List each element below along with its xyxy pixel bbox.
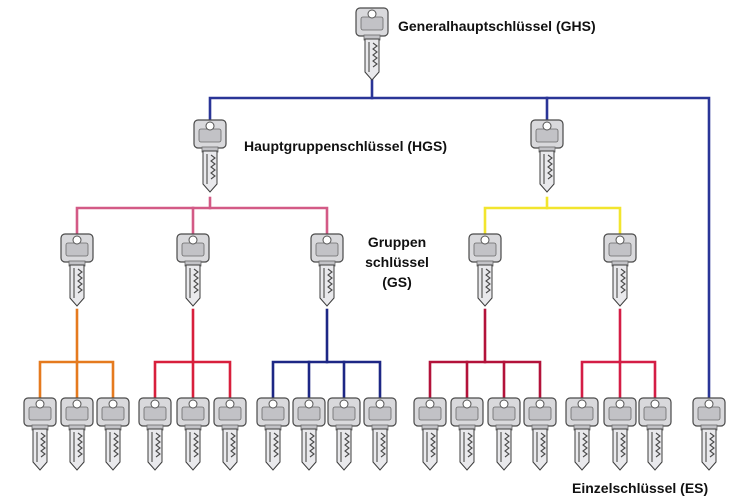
key-es-16 — [603, 397, 637, 471]
key-es-2 — [60, 397, 94, 471]
key-es-3 — [96, 397, 130, 471]
key-es-10 — [363, 397, 397, 471]
key-es-6 — [213, 397, 247, 471]
key-es-17 — [638, 397, 672, 471]
key-es-11 — [413, 397, 447, 471]
line-hgs2-bar — [483, 206, 622, 236]
key-gs-3 — [310, 233, 344, 307]
key-es-8 — [292, 397, 326, 471]
label-hgs: Hauptgruppenschlüssel (HGS) — [244, 138, 448, 154]
line-gs5-bar — [580, 360, 657, 400]
connection-lines — [38, 76, 711, 400]
line-ghs-bar — [208, 96, 711, 400]
key-es-18 — [692, 397, 726, 471]
key-hgs-1 — [193, 119, 227, 193]
key-es-13 — [487, 397, 521, 471]
key-gs-5 — [603, 233, 637, 307]
label-es: Einzelschlüssel (ES) — [572, 480, 709, 496]
key-es-7 — [256, 397, 290, 471]
key-es-14 — [523, 397, 557, 471]
key-hgs-2 — [530, 119, 564, 193]
key-ghs — [355, 7, 389, 81]
line-gs3-bar — [271, 360, 382, 400]
label-gs-line2: schlüssel — [365, 254, 429, 270]
key-es-5 — [176, 397, 210, 471]
line-hgs1-bar — [75, 206, 329, 236]
label-ghs: Generalhauptschlüssel (GHS) — [398, 18, 596, 34]
key-es-1 — [23, 397, 57, 471]
label-gs: Gruppen schlüssel (GS) — [350, 232, 444, 292]
key-es-15 — [565, 397, 599, 471]
label-gs-line1: Gruppen — [367, 234, 427, 250]
key-es-12 — [450, 397, 484, 471]
line-gs4-bar — [428, 360, 542, 400]
keys — [23, 7, 726, 471]
key-es-9 — [327, 397, 361, 471]
label-gs-line3: (GS) — [382, 274, 412, 290]
key-gs-2 — [176, 233, 210, 307]
key-es-4 — [138, 397, 172, 471]
key-gs-4 — [468, 233, 502, 307]
key-gs-1 — [60, 233, 94, 307]
